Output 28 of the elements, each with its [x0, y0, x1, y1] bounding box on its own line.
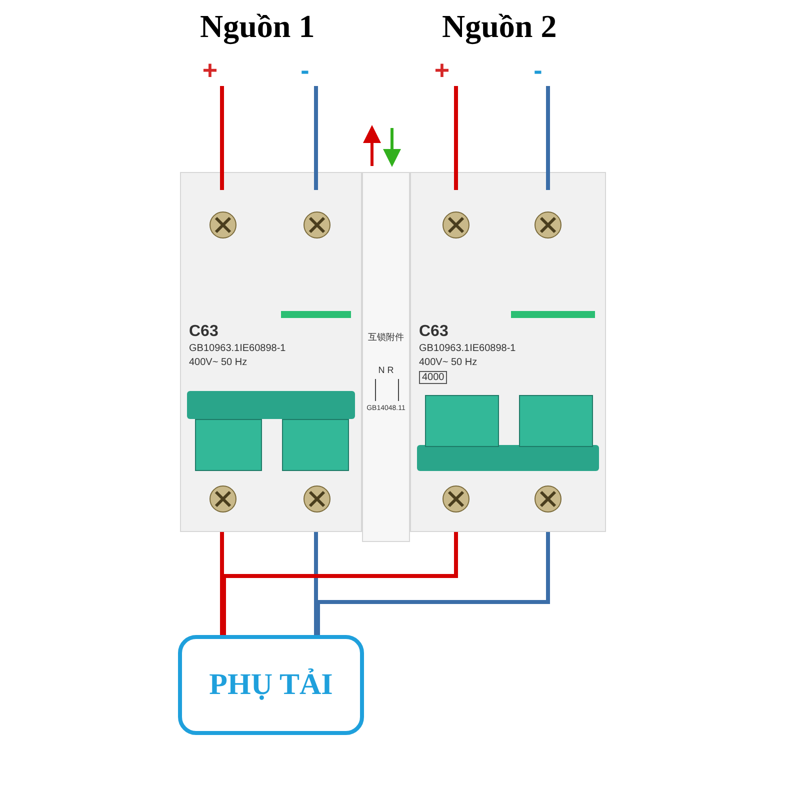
- load-box: [178, 635, 364, 735]
- circuit-breaker: [410, 172, 606, 532]
- wire: [316, 532, 550, 635]
- spec-label: 400V~ 50 Hz: [419, 357, 478, 368]
- spec-label: GB10963.1IE60898-1: [189, 343, 286, 354]
- wire: [314, 86, 318, 190]
- wire: [546, 86, 550, 190]
- polarity-sign: -: [524, 60, 552, 84]
- spec-label: GB10963.1IE60898-1: [419, 343, 516, 354]
- spec-label: 4000: [419, 371, 448, 384]
- wire: [220, 532, 224, 635]
- rating-label: C63: [419, 323, 448, 341]
- rating-label: C63: [189, 323, 218, 341]
- wire: [222, 532, 458, 635]
- wire: [454, 86, 458, 190]
- wire: [220, 86, 224, 190]
- terminal-label: N R: [377, 365, 395, 375]
- source-heading: Nguồn 1: [200, 8, 315, 45]
- circuit-breaker: [180, 172, 362, 532]
- interlock-module: [362, 172, 410, 542]
- polarity-sign: +: [428, 60, 456, 84]
- polarity-sign: +: [196, 60, 224, 84]
- load-label: PHỤ TẢI: [209, 668, 333, 702]
- spec-label: 400V~ 50 Hz: [189, 357, 248, 368]
- source-heading: Nguồn 2: [442, 8, 557, 45]
- spec-label: 互锁附件: [367, 331, 405, 344]
- polarity-sign: -: [291, 60, 319, 84]
- wire: [314, 532, 318, 635]
